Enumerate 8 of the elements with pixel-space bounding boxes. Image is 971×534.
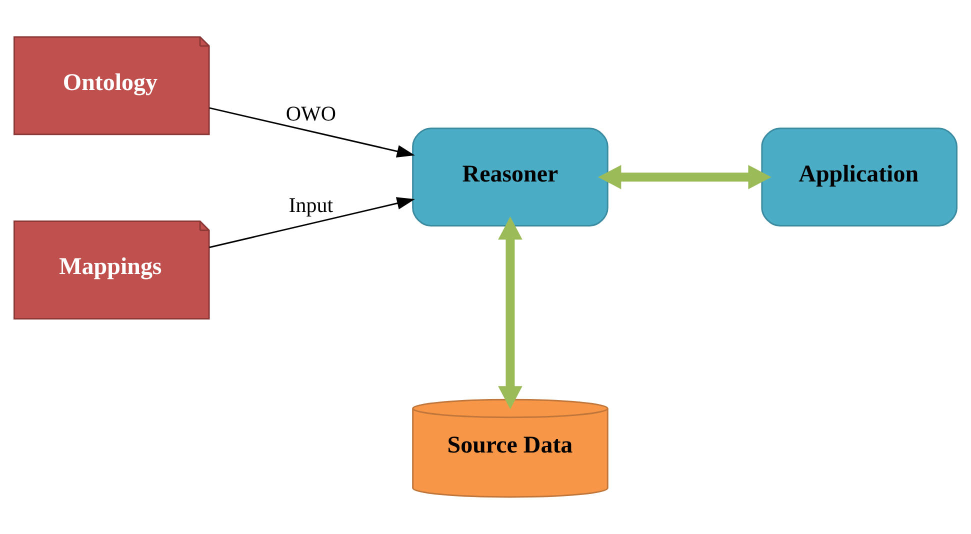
node-box: Reasoner — [412, 128, 608, 227]
node-box: Application — [761, 128, 958, 227]
edge-label: OWO — [286, 101, 336, 126]
arrow — [598, 164, 772, 190]
edge-label: Input — [288, 192, 334, 217]
arrow — [209, 107, 415, 158]
arrow — [209, 197, 415, 248]
arrow — [498, 216, 522, 410]
